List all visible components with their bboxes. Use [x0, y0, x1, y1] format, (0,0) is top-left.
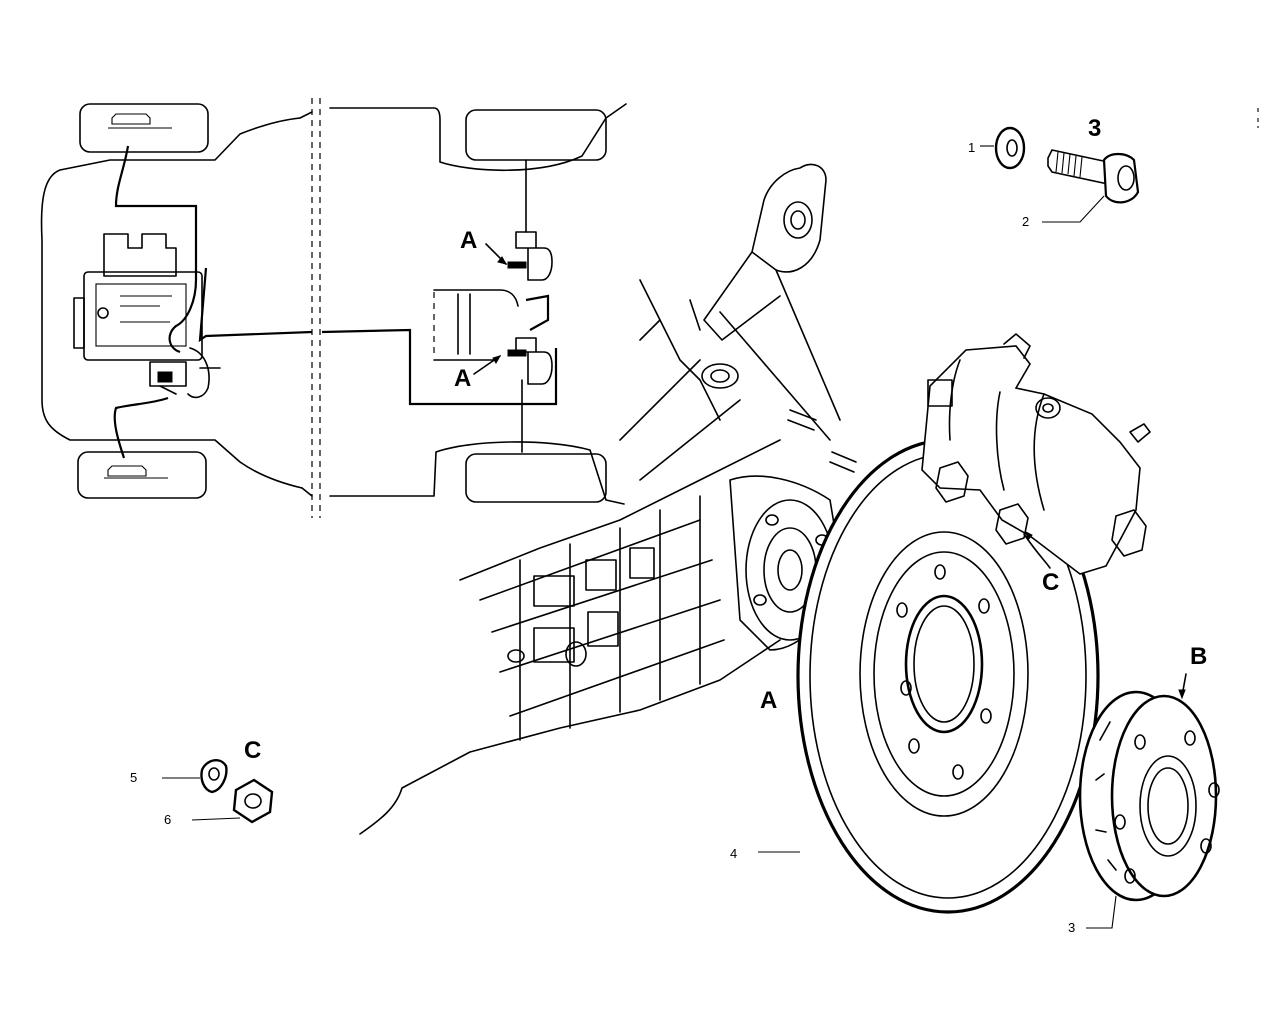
part-number-1: 1: [968, 140, 975, 155]
engine-block: [103, 233, 177, 277]
brake-caliper: [921, 333, 1151, 575]
part-number-3: 3: [1068, 920, 1075, 935]
bolt-part-2: [1042, 149, 1140, 223]
callout-nut-group-C: C: [244, 737, 261, 764]
wheel-hub: [1078, 673, 1220, 902]
arm-bushing: [783, 201, 813, 239]
front-right-wheel: [77, 451, 207, 499]
callout-caliper-C: C: [1042, 569, 1059, 596]
nut-part-6: [191, 778, 274, 824]
callout-rear-A: A: [454, 365, 471, 392]
callout-disc-A: A: [760, 687, 777, 714]
part-number-2: 2: [1022, 214, 1029, 229]
callout-hub-B: B: [1190, 643, 1207, 670]
caliper-mount-bolt: [995, 503, 1029, 545]
front-left-wheel: [79, 103, 209, 153]
part-number-6: 6: [164, 812, 171, 827]
rear-right-wheel: [465, 453, 607, 503]
suspension-stub-axle: [359, 163, 857, 835]
vehicle-front-schematic: [40, 98, 321, 518]
callout-front-A: A: [460, 227, 477, 254]
disc-center-bore: [904, 594, 984, 734]
rear-regulator-upper: [515, 231, 553, 281]
rear-left-wheel: [465, 109, 607, 161]
hub-leader-line: [1086, 895, 1117, 929]
part-number-4: 4: [730, 846, 737, 861]
vehicle-rear-schematic: [321, 103, 627, 505]
part-number-5: 5: [130, 770, 137, 785]
washer-part-1: [980, 126, 1026, 170]
master-cylinder: [149, 361, 187, 387]
callout-bolt-group-3: 3: [1088, 115, 1101, 142]
washer-part-5: [162, 759, 228, 794]
rear-regulator-lower: [515, 337, 553, 405]
hub-flange: [1110, 694, 1218, 898]
